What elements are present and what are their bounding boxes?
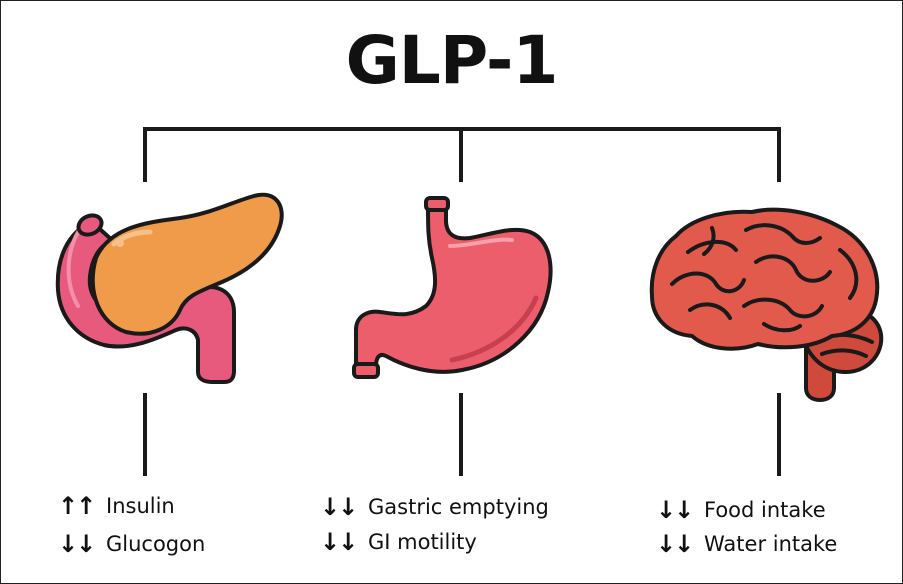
connector-bracket xyxy=(143,127,781,182)
effect-glucogon: ↓↓ Glucogon xyxy=(58,530,205,558)
effect-food-intake: ↓↓ Food intake xyxy=(656,496,826,524)
up-arrows-icon: ↑↑ xyxy=(58,492,98,520)
down-arrows-icon: ↓↓ xyxy=(656,496,696,524)
down-arrows-icon: ↓↓ xyxy=(320,493,360,521)
effect-label: Water intake xyxy=(704,532,837,556)
brain-icon xyxy=(652,210,882,400)
effect-gastric-emptying: ↓↓ Gastric emptying xyxy=(320,493,549,521)
organ-to-effect-lines xyxy=(145,393,779,476)
effect-insulin: ↑↑ Insulin xyxy=(58,492,175,520)
stomach-icon xyxy=(354,198,551,377)
effect-gi-motility: ↓↓ GI motility xyxy=(320,528,477,556)
pancreas-icon xyxy=(58,195,282,382)
effect-label: Glucogon xyxy=(106,532,205,556)
effect-label: Food intake xyxy=(704,498,826,522)
down-arrows-icon: ↓↓ xyxy=(656,530,696,558)
down-arrows-icon: ↓↓ xyxy=(58,530,98,558)
effect-water-intake: ↓↓ Water intake xyxy=(656,530,837,558)
effect-label: Gastric emptying xyxy=(368,495,549,519)
effect-label: GI motility xyxy=(368,530,477,554)
effect-label: Insulin xyxy=(106,494,175,518)
down-arrows-icon: ↓↓ xyxy=(320,528,360,556)
